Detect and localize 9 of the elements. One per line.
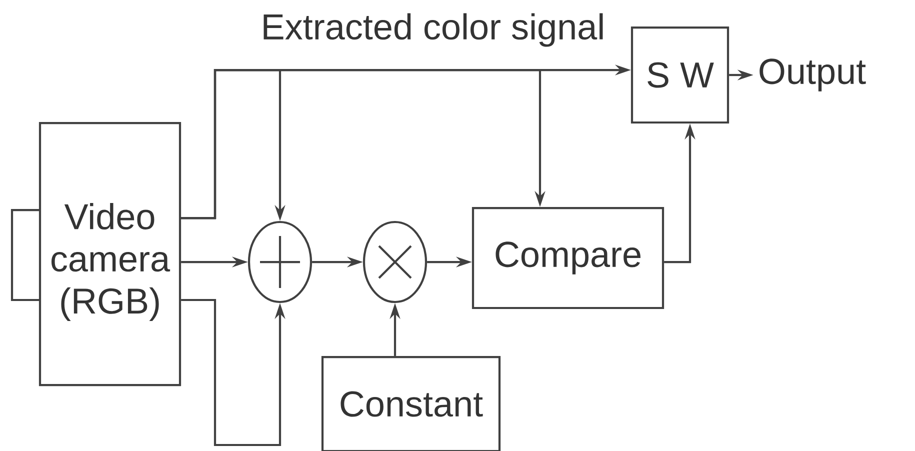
- summing-junction: [248, 220, 312, 304]
- switch-box: S W: [630, 26, 730, 124]
- edge-label: Extracted color signal: [264, 13, 603, 47]
- constant-box: Constant: [321, 356, 501, 451]
- compare-box: Compare: [472, 206, 664, 310]
- arrow: [181, 68, 546, 220]
- multiplier-junction: [362, 220, 428, 304]
- output-label: Output: [760, 58, 866, 92]
- camera-box: Video camera (RGB): [10, 122, 182, 386]
